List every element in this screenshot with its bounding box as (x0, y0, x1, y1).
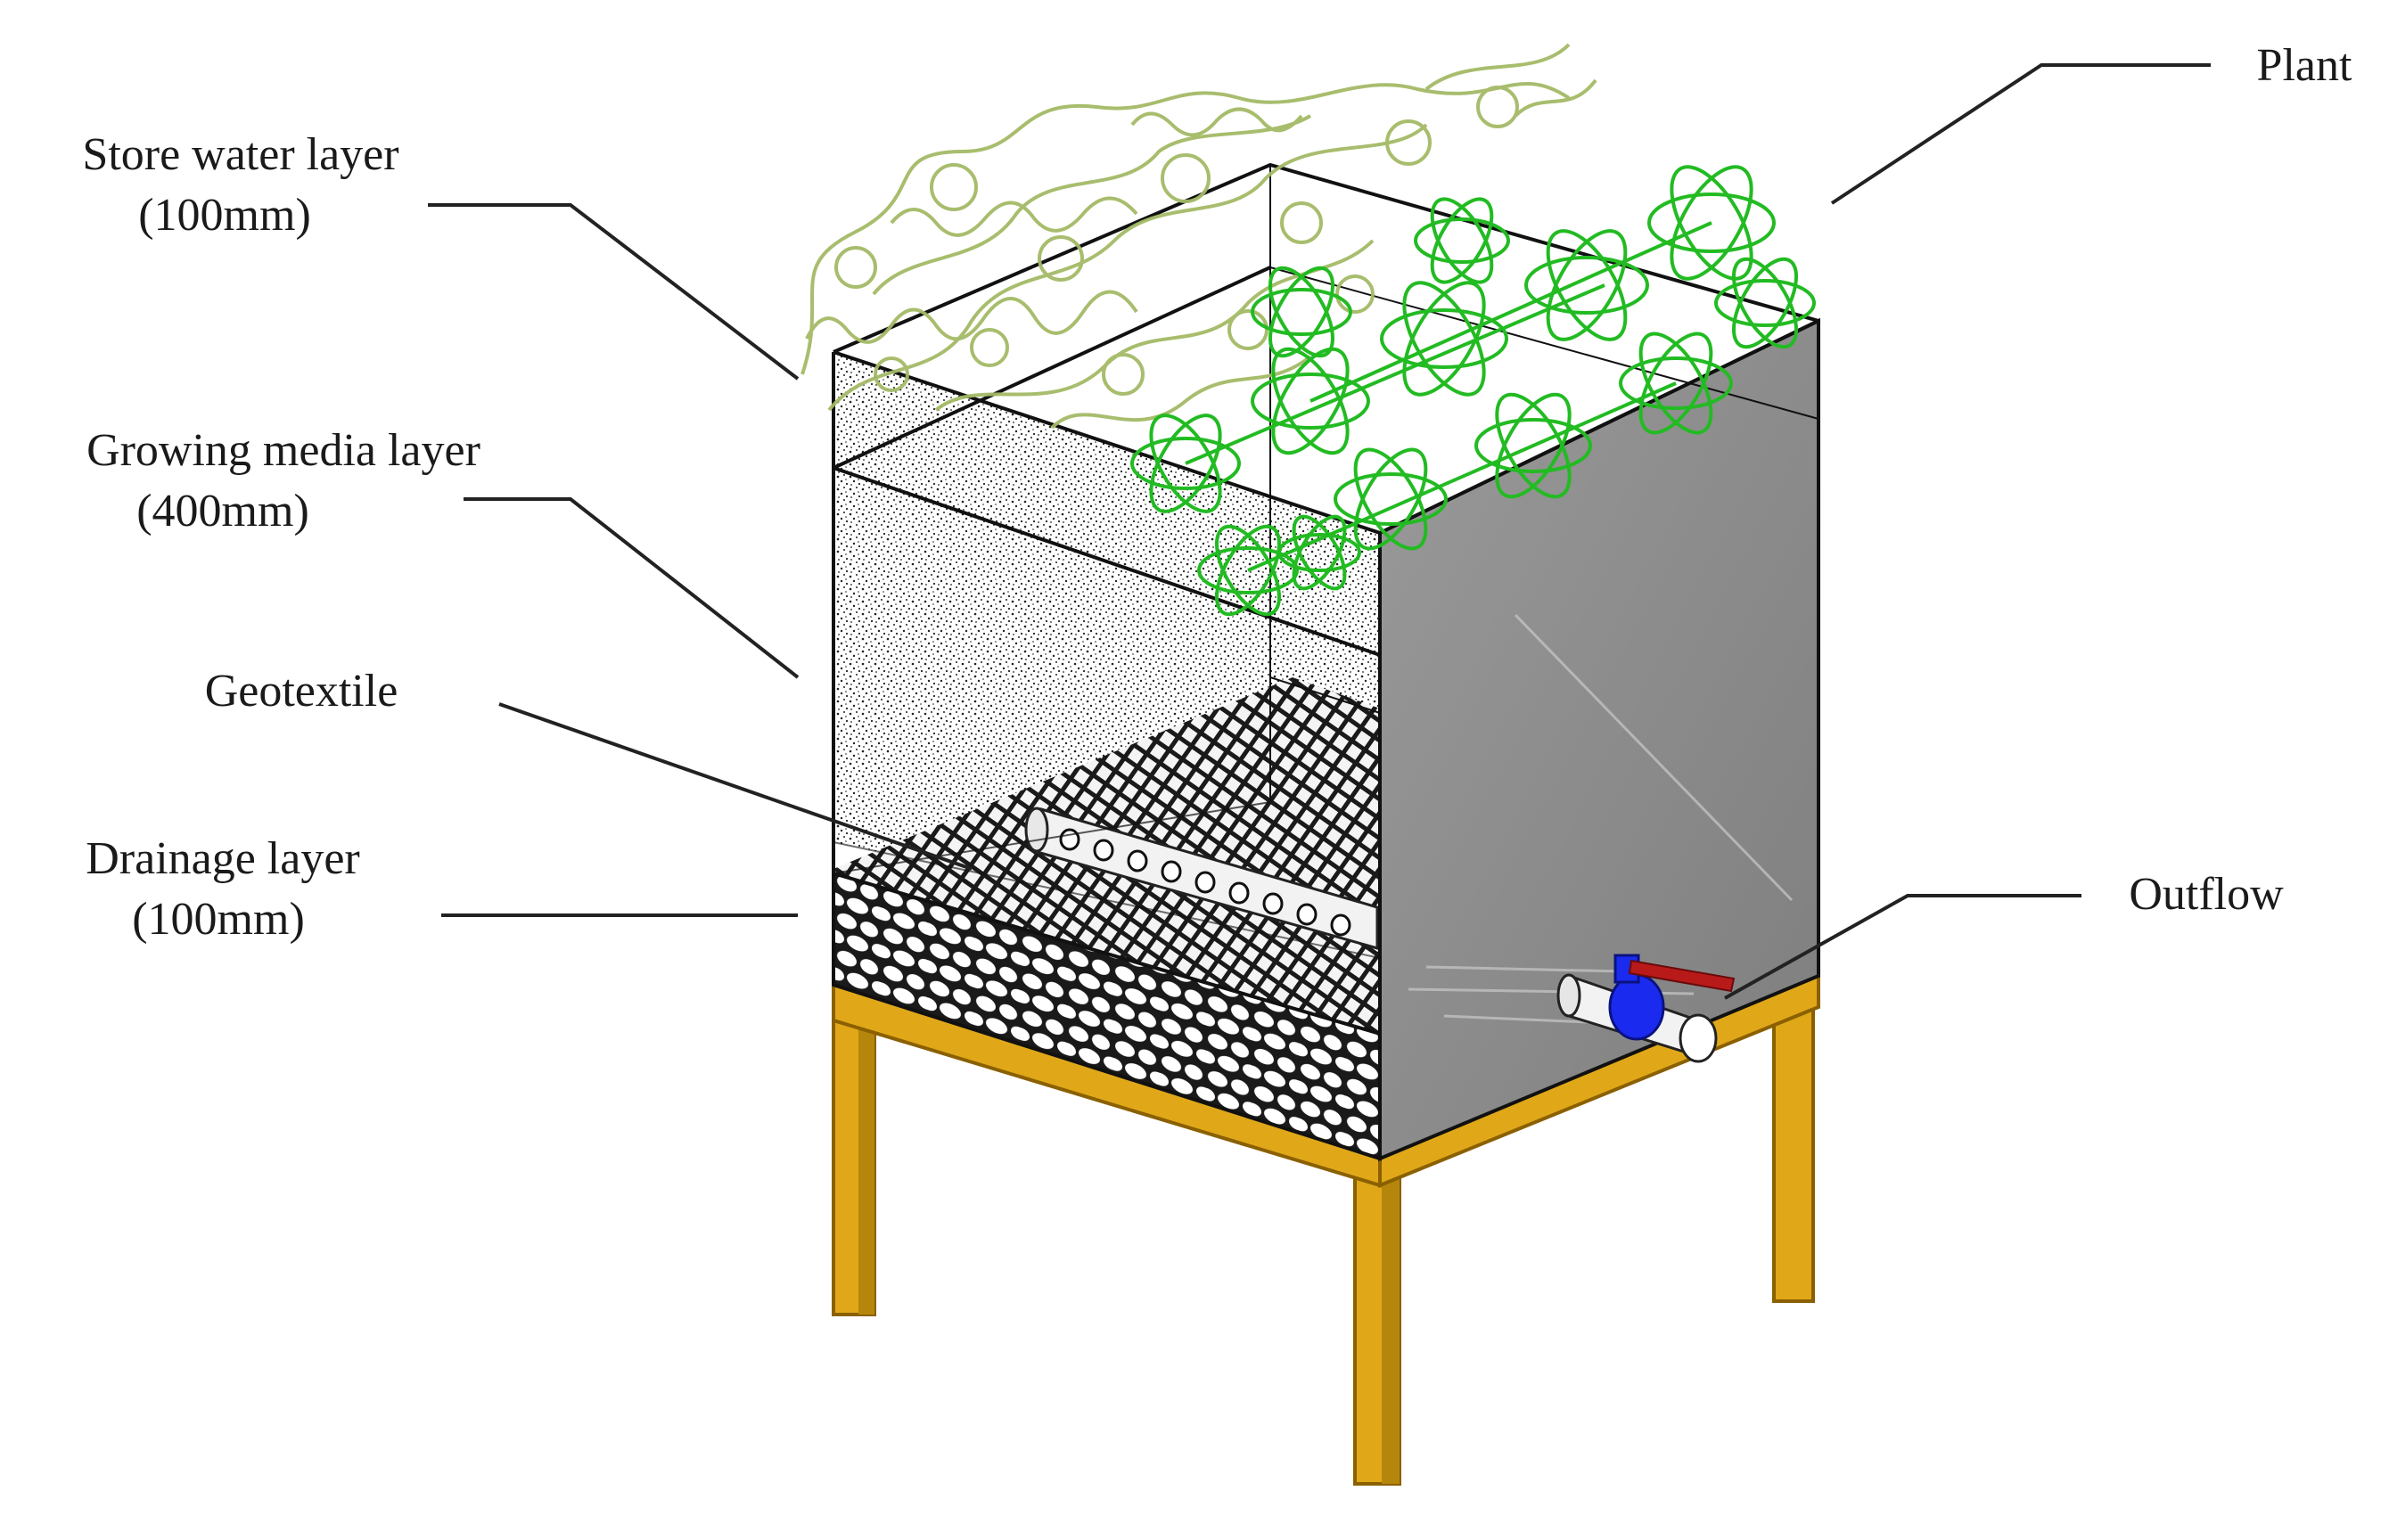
label-store-water-line1: Store water layer (82, 129, 398, 180)
label-growing-media-line2: (400mm) (136, 486, 309, 537)
label-growing-media-line1: Growing media layer (86, 425, 480, 476)
leader-outflow (1724, 894, 2081, 1000)
label-geotextile: Geotextile (205, 666, 398, 717)
stand-leg-back-right (1772, 979, 1815, 1303)
label-drainage-line2: (100mm) (132, 894, 305, 945)
leader-geotextile (498, 702, 973, 871)
label-drainage-line1: Drainage layer (86, 833, 359, 884)
leader-plant (1830, 63, 2211, 205)
plant-foliage-icon (800, 43, 1816, 617)
leader-growing-media (464, 497, 800, 679)
perforated-pipe-icon (1024, 807, 1379, 950)
labels: Store water layer (100mm) Growing media … (82, 40, 2352, 945)
planter-box (832, 162, 1820, 1161)
ball-valve-icon (1556, 954, 1736, 1063)
leader-lines (428, 63, 2211, 1000)
label-outflow: Outflow (2129, 869, 2284, 920)
drainage-layer (833, 873, 1380, 1159)
label-plant: Plant (2257, 40, 2352, 91)
label-store-water-line2: (100mm) (138, 190, 311, 241)
leader-store-water (428, 203, 800, 381)
